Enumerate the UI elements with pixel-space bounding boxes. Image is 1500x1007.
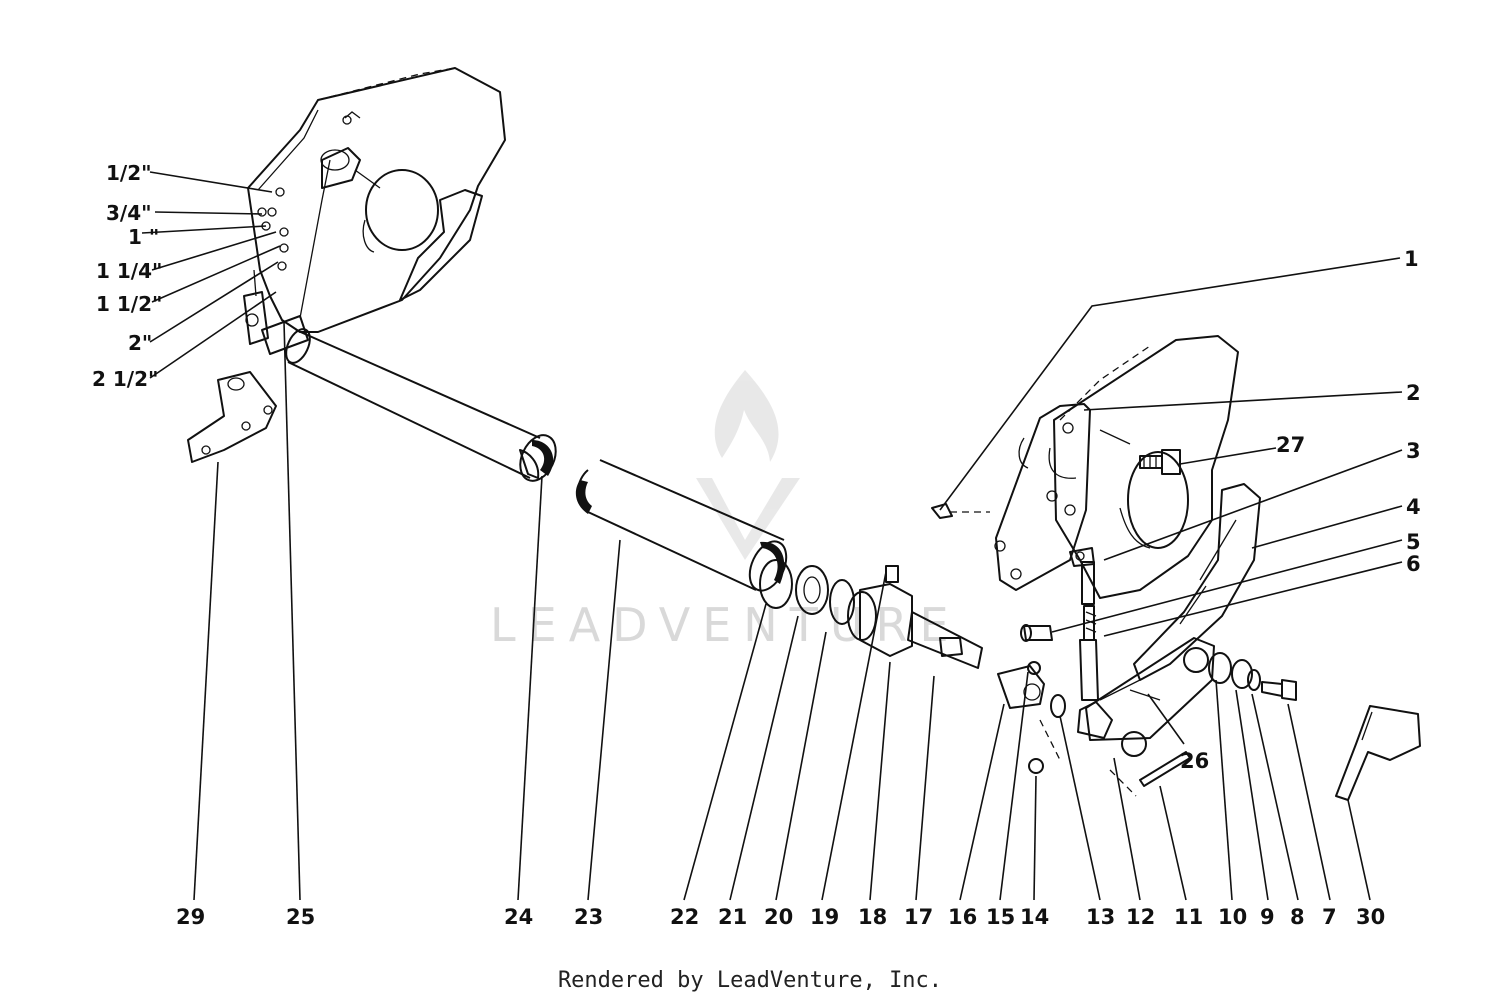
- callout-number: 21: [718, 905, 747, 929]
- axle-hardware: [759, 559, 1066, 774]
- ring-20: [829, 579, 855, 625]
- callout-number: 24: [504, 905, 533, 929]
- leader-lines: [141, 171, 1403, 901]
- hole-size-label: 2 1/2": [92, 367, 158, 391]
- callout-number: 27: [1276, 433, 1305, 457]
- right-roller-tube: [575, 459, 788, 592]
- callout-number: 11: [1174, 905, 1203, 929]
- shaft: [907, 611, 983, 669]
- callout-number: 19: [810, 905, 839, 929]
- hole-size-label: 1/2": [106, 161, 152, 185]
- hole-size-labels: 1/2" 3/4" 1 " 1 1/4" 1 1/2" 2" 2 1/2": [92, 161, 162, 391]
- right-callouts: 1 2 27 3 4 5 6 26: [1180, 247, 1421, 773]
- callout-number: 29: [176, 905, 205, 929]
- hole-size-label: 1 1/2": [96, 292, 162, 316]
- callout-number: 22: [670, 905, 699, 929]
- callout-number: 30: [1356, 905, 1385, 929]
- callout-number: 7: [1322, 905, 1337, 929]
- nut-14: [1028, 758, 1044, 774]
- left-roller-tube: [285, 328, 557, 482]
- callout-number: 14: [1020, 905, 1049, 929]
- callout-number: 6: [1406, 552, 1421, 576]
- footer-credit: Rendered by LeadVenture, Inc.: [557, 968, 943, 993]
- setscrew-19: [885, 565, 899, 583]
- hole-size-label: 2": [128, 331, 152, 355]
- callout-number: 26: [1180, 749, 1209, 773]
- callout-number: 13: [1086, 905, 1115, 929]
- callout-number: 18: [858, 905, 887, 929]
- callout-number: 16: [948, 905, 977, 929]
- hole-size-label: 1 ": [128, 225, 159, 249]
- right-bolt-hardware: [1139, 449, 1297, 701]
- hole-size-label: 1 1/4": [96, 259, 162, 283]
- nut-15: [1027, 661, 1041, 675]
- callout-number: 25: [286, 905, 315, 929]
- left-side-plate: [243, 67, 506, 355]
- key-17: [939, 637, 963, 657]
- callout-number: 1: [1404, 247, 1419, 271]
- bolt-7: [1261, 681, 1283, 697]
- bracket-29: [187, 371, 277, 463]
- watermark-logo: [696, 370, 800, 560]
- washer-13: [1050, 694, 1066, 718]
- callout-number: 2: [1406, 381, 1421, 405]
- callout-number: 17: [904, 905, 933, 929]
- bracket-30: [1335, 705, 1421, 801]
- right-side-plate: [994, 335, 1239, 599]
- lockwasher-8: [1247, 669, 1261, 691]
- callout-number: 9: [1260, 905, 1275, 929]
- callout-number: 5: [1406, 530, 1421, 554]
- bushing-16: [997, 665, 1045, 709]
- washer-10: [1208, 652, 1232, 684]
- callout-number: 4: [1406, 495, 1421, 519]
- right-linkage: [931, 503, 1215, 797]
- callout-number: 15: [986, 905, 1015, 929]
- bearing-21: [795, 565, 829, 615]
- callout-number: 12: [1126, 905, 1155, 929]
- watermark-text: LEADVENTURE: [490, 598, 961, 652]
- callout-number: 3: [1406, 439, 1421, 463]
- hole-size-label: 3/4": [106, 201, 152, 225]
- callout-number: 20: [764, 905, 793, 929]
- callout-number: 23: [574, 905, 603, 929]
- callout-number: 8: [1290, 905, 1305, 929]
- callout-number: 10: [1218, 905, 1247, 929]
- washer-9: [1231, 659, 1253, 689]
- washer-22: [759, 559, 793, 609]
- bottom-callouts: 29 25 24 23 22 21 20 19 18 17 16 15 14 1…: [176, 905, 1385, 929]
